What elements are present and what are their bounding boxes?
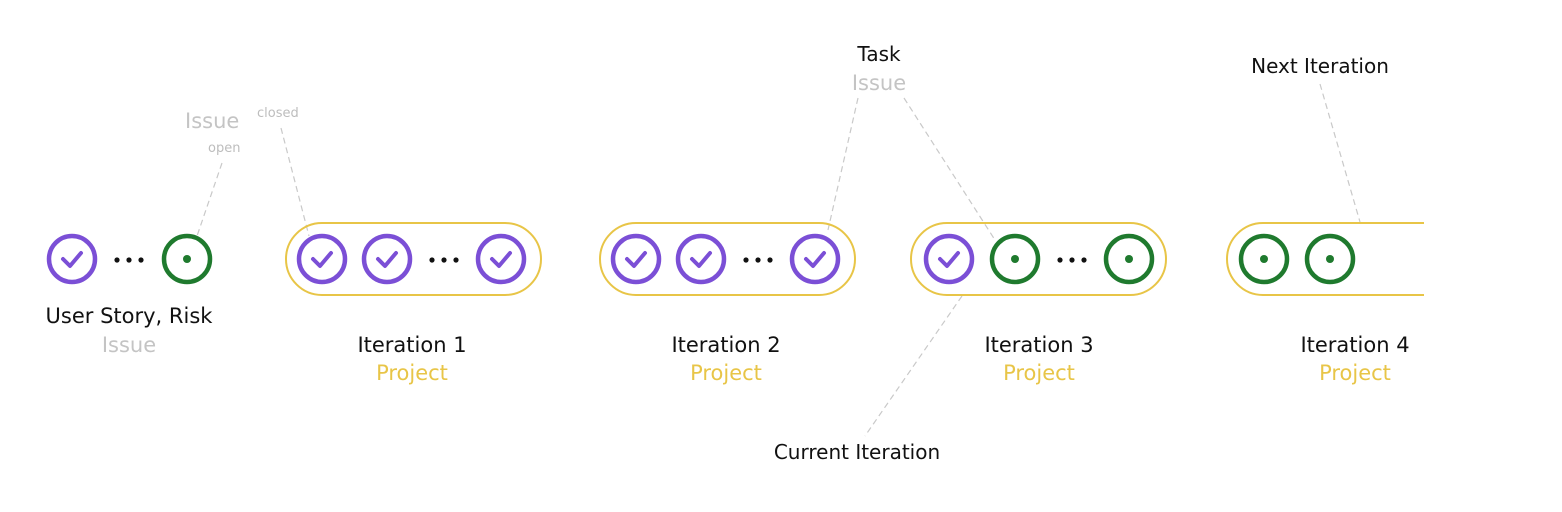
- ellipsis-icon: [1057, 257, 1087, 263]
- next-iteration-callout: Next Iteration: [1251, 54, 1389, 78]
- check-circle-icon: [361, 233, 413, 285]
- check-circle-icon: [675, 233, 727, 285]
- check-circle-icon: [296, 233, 348, 285]
- leader-line-closed: [280, 127, 310, 237]
- backlog-type: Issue: [101, 333, 157, 357]
- task-callout: Task: [857, 42, 901, 66]
- iteration-1-label: Iteration 1: [357, 333, 467, 357]
- closed-issues: [46, 233, 975, 285]
- open-issues: [161, 233, 1356, 285]
- ellipsis-icon: [429, 257, 459, 263]
- check-circle-icon: [46, 233, 98, 285]
- current-iteration-callout: Current Iteration: [773, 440, 941, 464]
- iteration-2-outline: [599, 222, 856, 296]
- iteration-2-label: Iteration 2: [671, 333, 781, 357]
- iteration-3-label: Iteration 3: [984, 333, 1094, 357]
- leader-line-open: [196, 162, 223, 237]
- check-circle-icon: [475, 233, 527, 285]
- legend-open-label: open: [208, 141, 241, 156]
- legend-closed-label: closed: [257, 106, 299, 121]
- iteration-3-type: Project: [1003, 361, 1075, 385]
- leader-line-next-iteration: [1319, 83, 1361, 223]
- dot-circle-icon: [1238, 233, 1290, 285]
- leader-line-current-iteration: [864, 295, 963, 437]
- iteration-4-type: Project: [1319, 361, 1391, 385]
- check-circle-icon: [610, 233, 662, 285]
- dot-circle-icon: [1103, 233, 1155, 285]
- legend-issue-label: Issue: [185, 109, 240, 133]
- dot-circle-icon: [161, 233, 213, 285]
- iteration-1-outline: [285, 222, 542, 296]
- dot-circle-icon: [989, 233, 1041, 285]
- check-circle-icon: [789, 233, 841, 285]
- task-type: Issue: [851, 71, 907, 95]
- leader-line-task-open: [903, 97, 996, 241]
- iteration-4-outline: [1226, 222, 1424, 296]
- backlog-label: User Story, Risk: [45, 304, 213, 328]
- iteration-2-type: Project: [690, 361, 762, 385]
- ellipsis-icon: [743, 257, 773, 263]
- iteration-3-outline: [910, 222, 1167, 296]
- check-circle-icon: [923, 233, 975, 285]
- project-outlines: [285, 222, 1424, 296]
- dot-circle-icon: [1304, 233, 1356, 285]
- leader-line-task-closed: [827, 97, 859, 231]
- iteration-1-type: Project: [376, 361, 448, 385]
- iteration-4-label: Iteration 4: [1300, 333, 1410, 357]
- ellipsis-group: [114, 257, 1087, 263]
- leader-lines: [196, 83, 1361, 437]
- ellipsis-icon: [114, 257, 144, 263]
